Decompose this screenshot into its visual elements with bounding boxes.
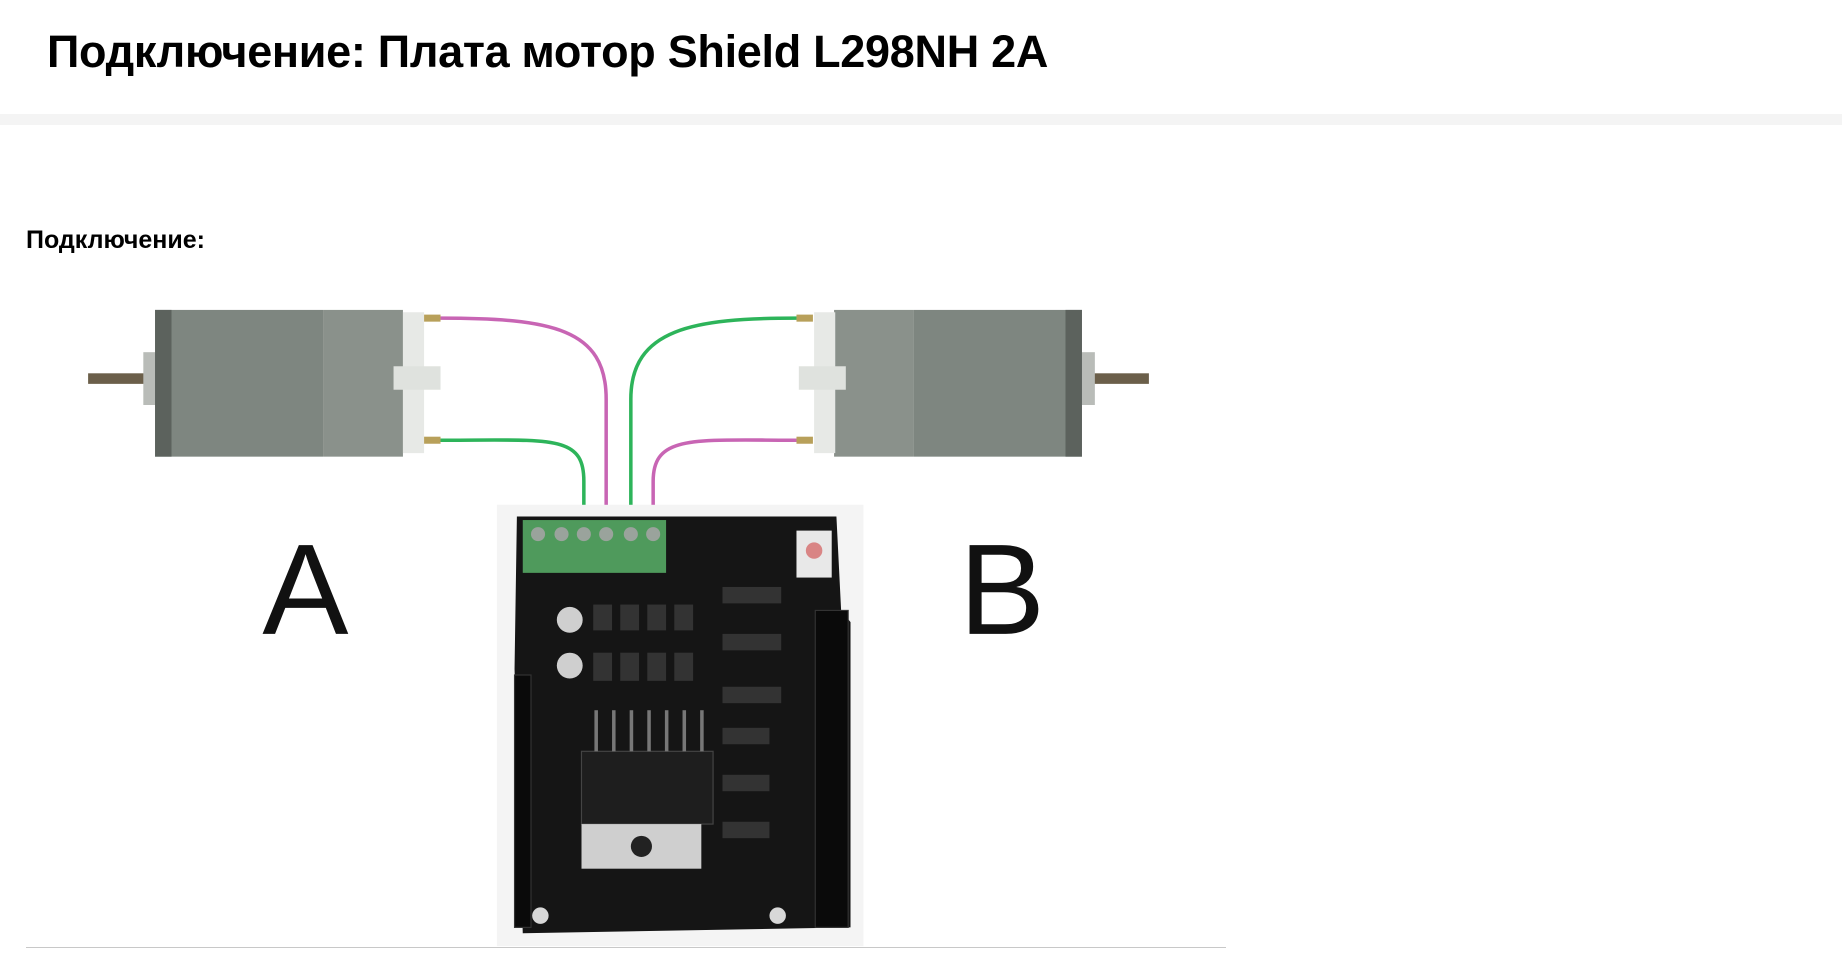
motor-shield-board	[496, 504, 864, 947]
motor-a-label: A	[262, 518, 348, 662]
section-heading: Подключение:	[26, 226, 205, 254]
page-title: Подключение: Плата мотор Shield L298NH 2…	[47, 26, 1049, 77]
motor-b	[796, 309, 1149, 457]
motor-b-label: B	[959, 518, 1045, 662]
header-divider	[0, 114, 1842, 125]
motor-a	[88, 309, 441, 457]
wires	[440, 316, 797, 522]
content-divider	[26, 947, 1226, 948]
